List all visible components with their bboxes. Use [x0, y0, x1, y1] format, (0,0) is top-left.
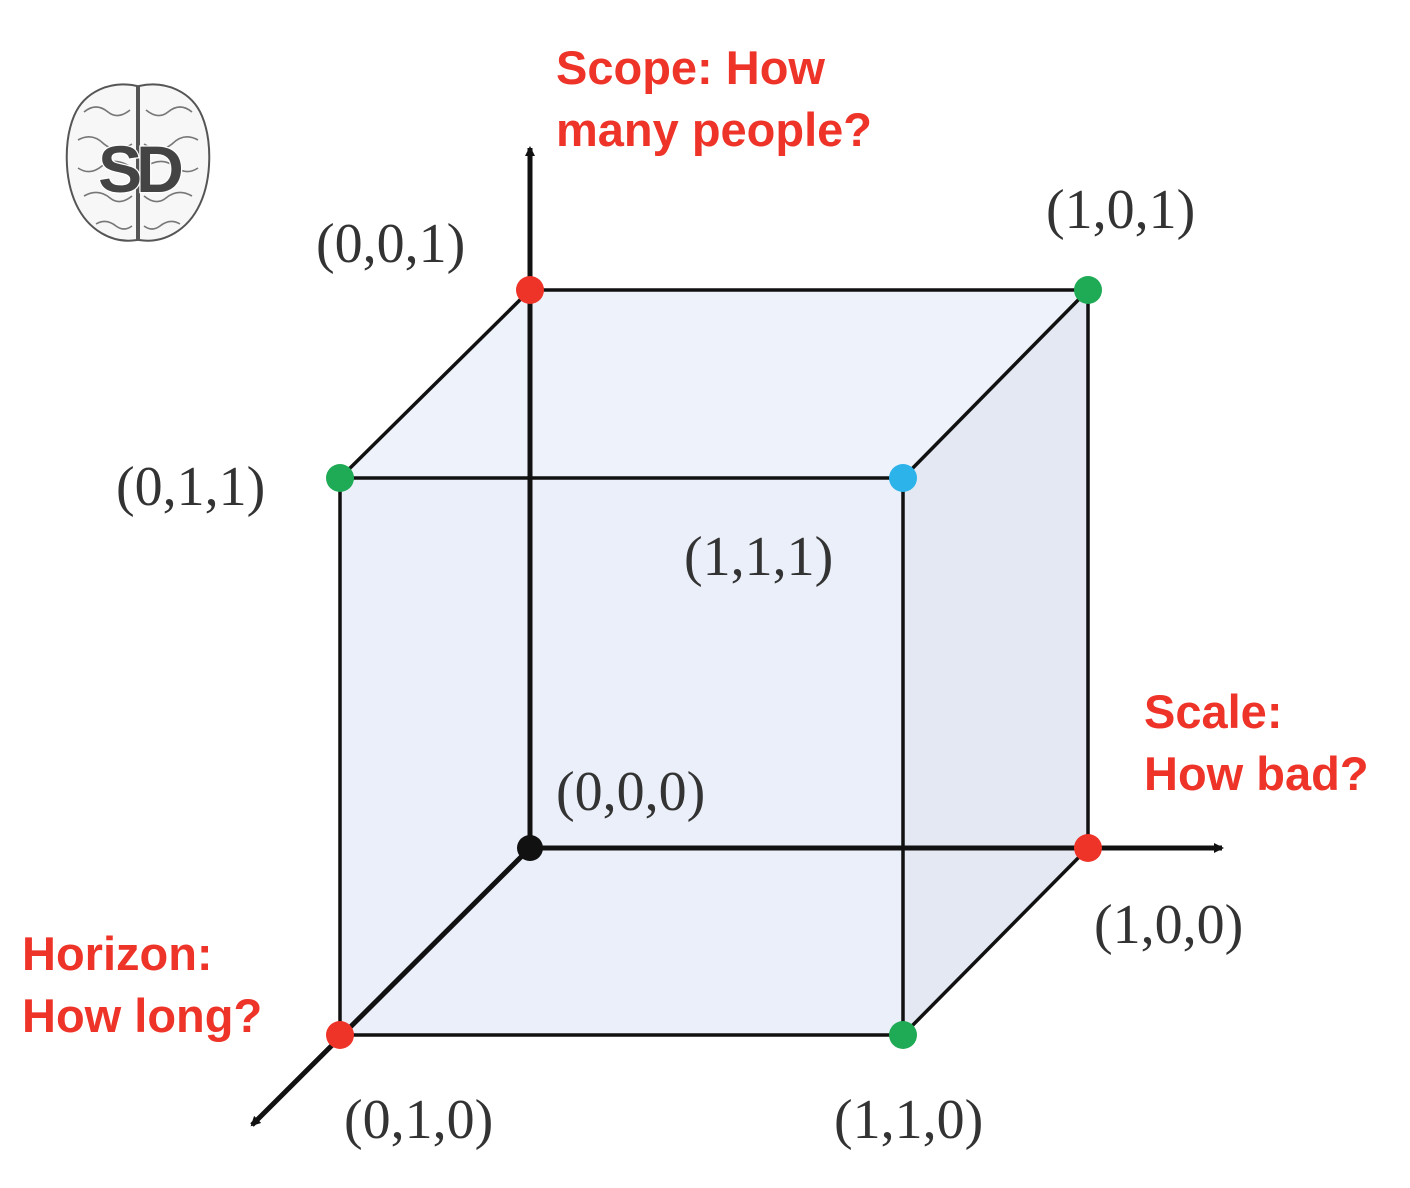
edge-100-110	[901, 846, 1090, 1037]
sd-logo: SD	[65, 83, 211, 242]
axis-labels: Scope: How many people? Scale: How bad? …	[22, 41, 1369, 1042]
axis-label-scope-line-2: many people?	[556, 103, 872, 156]
vertex-label-000: (0,0,0)	[556, 761, 705, 823]
vertex-labels: (0,0,1) (1,0,1) (0,1,1) (1,1,1) (0,0,0) …	[116, 179, 1243, 1151]
vertex-dots	[326, 276, 1102, 1049]
axis-label-scope-line-1: Scope: How	[556, 41, 825, 94]
vertex-dot-010	[326, 1021, 354, 1049]
brain-icon	[65, 83, 211, 242]
vertex-dot-101	[1074, 276, 1102, 304]
vertex-label-110: (1,1,0)	[834, 1089, 983, 1151]
vertex-label-011: (0,1,1)	[116, 456, 265, 518]
edge-001-011	[338, 288, 532, 480]
vertex-dot-110	[889, 1021, 917, 1049]
logo-text: SD	[98, 132, 181, 206]
vertex-dot-100	[1074, 834, 1102, 862]
axes	[250, 146, 1224, 1127]
vertex-dot-001	[516, 276, 544, 304]
axis-label-horizon-line-2: How long?	[22, 989, 262, 1042]
vertex-label-111: (1,1,1)	[684, 526, 833, 588]
vertex-dot-011	[326, 464, 354, 492]
cube-edges	[338, 288, 1090, 1037]
edge-101-111	[901, 288, 1090, 480]
vertex-dot-000	[517, 835, 543, 861]
axis-label-horizon-line-1: Horizon:	[22, 927, 213, 980]
vertex-label-100: (1,0,0)	[1094, 894, 1243, 956]
vertex-label-001: (0,0,1)	[316, 213, 465, 275]
vertex-label-101: (1,0,1)	[1046, 179, 1195, 241]
axis-depth	[250, 846, 532, 1127]
cube-face-top	[340, 290, 1088, 478]
vertex-dot-111	[889, 464, 917, 492]
axis-label-scale-line-1: Scale:	[1144, 685, 1282, 738]
axis-label-scale-line-2: How bad?	[1144, 747, 1369, 800]
vertex-label-010: (0,1,0)	[344, 1089, 493, 1151]
